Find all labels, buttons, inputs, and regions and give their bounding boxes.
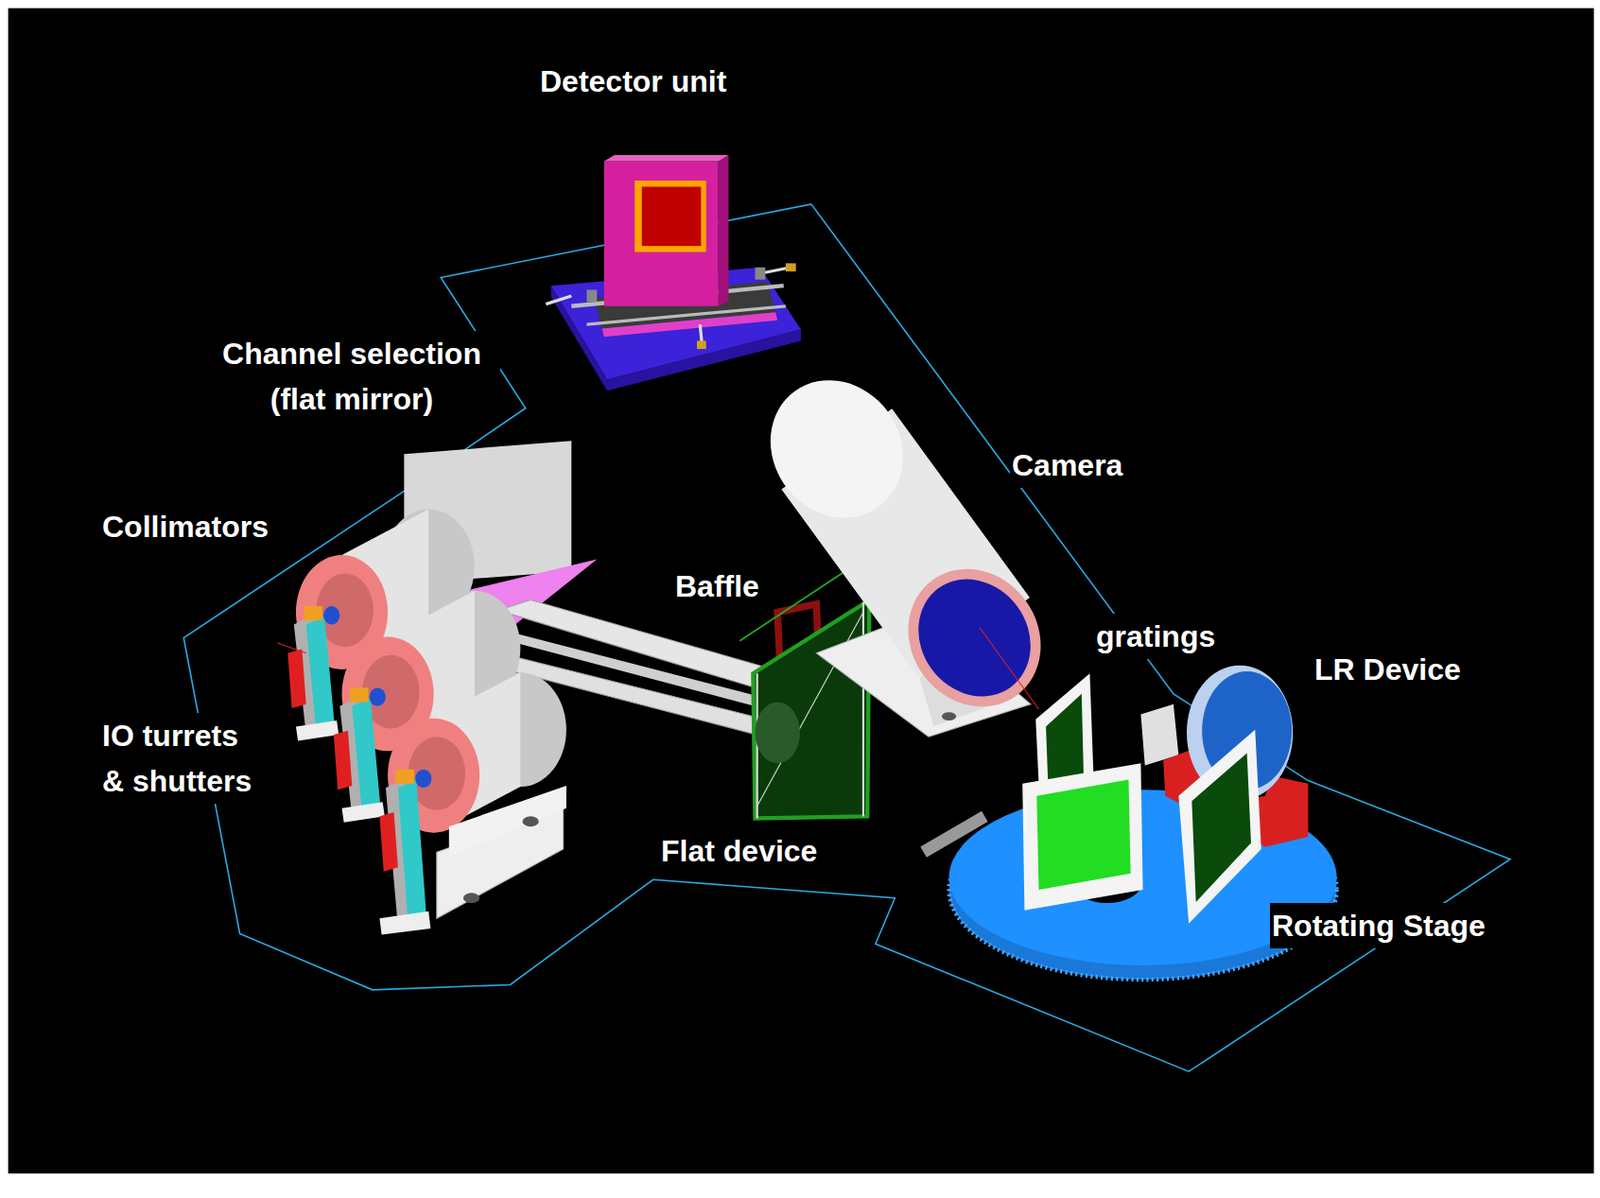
- io-turrets-shutters-part: [278, 643, 307, 654]
- collimators-part: [449, 785, 567, 858]
- camera-part: [743, 353, 930, 544]
- part-label: Camera: [1009, 442, 1125, 488]
- detector-unit-part: [607, 330, 801, 392]
- gratings-part: [1191, 752, 1252, 903]
- detector-unit-part: [696, 340, 707, 349]
- io-turrets-shutters-part: [349, 687, 368, 702]
- gratings-part: [1036, 780, 1131, 891]
- part-label: LR Device: [1312, 646, 1463, 693]
- detector-unit-part: [785, 262, 797, 272]
- channel-outline: [183, 204, 1511, 1072]
- detector-unit: [545, 155, 801, 391]
- io-turrets-shutters-part: [333, 730, 352, 791]
- part-label: Flat device: [659, 828, 819, 874]
- io-turrets-shutters-part: [295, 720, 339, 742]
- camera-part: [881, 542, 1068, 733]
- baffle-and-flat-device-part: [862, 602, 865, 818]
- io-turrets-shutters-part: [379, 911, 431, 936]
- gratings-part: [1022, 763, 1143, 910]
- io-turrets-shutters-part: [323, 606, 340, 625]
- io-turrets-shutters: [278, 606, 433, 936]
- camera-part: [895, 556, 1054, 719]
- io-turrets-shutters-part: [369, 687, 386, 706]
- io-turrets-shutters-part: [306, 616, 335, 733]
- io-turrets-shutters-part: [379, 812, 398, 872]
- part-label: Channel selection (flat mirror): [203, 330, 501, 422]
- io-turrets-shutters-part: [341, 801, 384, 823]
- io-turrets-shutters-part: [398, 780, 427, 925]
- channel-outline-part: [183, 204, 1511, 1072]
- detector-unit-part: [604, 161, 719, 307]
- detector-unit-part: [718, 155, 730, 307]
- io-turrets-shutters-part: [287, 648, 306, 709]
- part-label: Collimators: [100, 504, 271, 550]
- black-ground: [8, 8, 1595, 1174]
- rotating-stage-part: [923, 816, 986, 853]
- io-turrets-shutters-part: [396, 769, 415, 784]
- collimators-part: [463, 892, 480, 904]
- detector-unit-part: [586, 289, 597, 302]
- detector-unit-part: [545, 295, 572, 305]
- detector-unit-part: [755, 267, 766, 280]
- camera-part: [979, 627, 1040, 710]
- io-turrets-shutters-part: [415, 769, 432, 788]
- part-label: gratings: [1094, 613, 1218, 660]
- lr-device-part: [1140, 704, 1179, 766]
- detector-unit-part: [586, 306, 785, 325]
- baffle-and-flat-device-part: [752, 600, 870, 819]
- io-turrets-shutters-part: [304, 606, 323, 621]
- baffle-and-flat-device-part: [755, 702, 800, 765]
- camera: [743, 353, 1068, 737]
- gratings: [1022, 673, 1262, 923]
- collimators-part: [521, 816, 539, 827]
- part-label: Rotating Stage: [1269, 903, 1488, 949]
- part-label: Baffle: [673, 563, 762, 609]
- detector-unit-part: [604, 155, 730, 161]
- part-label: IO turrets & shutters: [100, 713, 261, 804]
- io-turrets-shutters-part: [351, 697, 381, 815]
- detector-unit-part: [642, 186, 702, 246]
- detector-unit-part: [634, 180, 707, 253]
- part-label: Detector unit: [538, 58, 729, 105]
- gratings-part: [1178, 730, 1261, 924]
- collimators: [295, 509, 567, 920]
- camera-part: [941, 712, 957, 721]
